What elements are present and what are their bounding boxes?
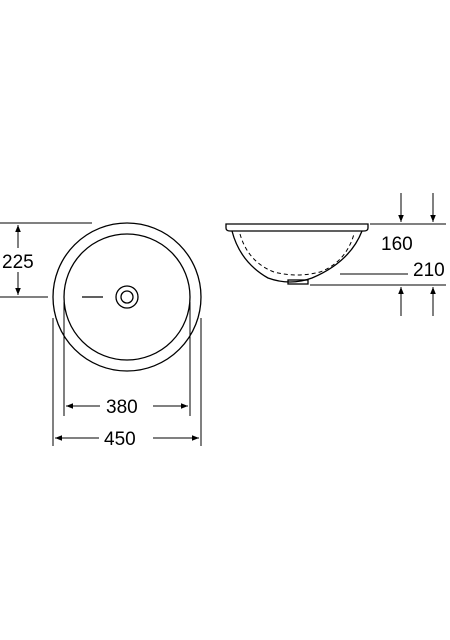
rim-outline — [225, 223, 369, 232]
dim-160 — [370, 193, 446, 225]
dim-380 — [63, 302, 191, 416]
dim-225 — [0, 222, 92, 298]
dim-450 — [52, 318, 202, 446]
drain-stub — [287, 279, 309, 285]
side-view — [225, 223, 369, 285]
dim-380-label: 380 — [106, 397, 138, 418]
bowl-outline — [231, 230, 363, 283]
inner-bowl — [63, 233, 191, 361]
top-view — [52, 222, 202, 372]
inner-bowl-hidden — [239, 233, 355, 276]
dim-225-label: 225 — [2, 252, 34, 273]
dim-450-label: 450 — [104, 429, 136, 450]
drain-outer — [115, 285, 139, 309]
dim-210 — [310, 273, 446, 316]
dim-160-label: 160 — [381, 234, 413, 255]
dim-210-label: 210 — [413, 260, 445, 281]
outer-rim — [52, 222, 202, 372]
drain-inner — [120, 290, 134, 304]
